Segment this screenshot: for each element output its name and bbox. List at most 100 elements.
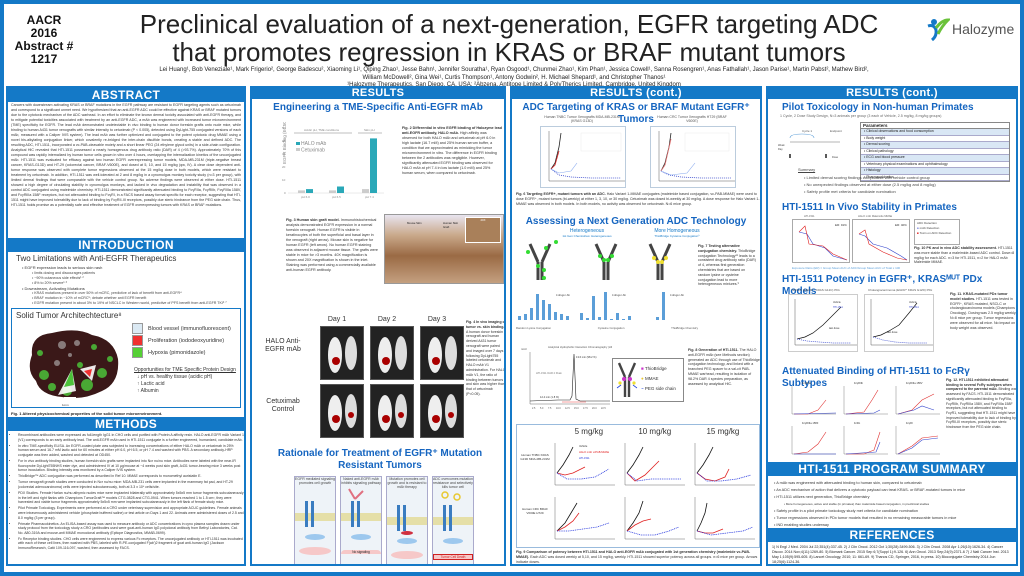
svg-text:Cetuximab: Cetuximab bbox=[301, 148, 325, 154]
ivis-cetux-day3 bbox=[420, 384, 464, 438]
fig8-hic-chart: Analytical Hydrophobic Interaction Chrom… bbox=[521, 345, 612, 410]
fc-panel-title: FcγRIIa bbox=[802, 381, 811, 385]
program-summary-list: • A mAb was engineered with attenuated b… bbox=[774, 480, 1014, 529]
fig4-caption-title: Fig. 4 In vivo imaging of tumor vs. skin… bbox=[466, 320, 506, 329]
title-line-1: Preclinical evaluation of a next-generat… bbox=[139, 9, 879, 39]
column-results-2: RESULTS (cont.) ADC Targeting of KRAS or… bbox=[510, 86, 762, 566]
fig11-caption: Fig. 11. KRAS-mutated PDx tumor model st… bbox=[950, 292, 1017, 330]
chart-title-crc: Human CRC Tumor Xenografts HT29 (BRAF V6… bbox=[657, 115, 727, 123]
section-title-stability: HTI-1511 In Vivo Stability in Primates bbox=[782, 202, 957, 213]
dar-tag: 4 drugs / Ab bbox=[556, 293, 570, 297]
legend-label: Proliferation (iododeoxyuridine) bbox=[148, 338, 225, 344]
fig6-crc-chart bbox=[650, 126, 736, 188]
hetero-title: Heterogeneous bbox=[569, 228, 605, 234]
model-label-crc: Human CRC BRAF V600E HT29 bbox=[522, 507, 548, 515]
intro-bullet-text: Downstream, Activating Mutations bbox=[24, 285, 85, 291]
methods-item: For in vivo antibody binding studies, hu… bbox=[18, 459, 244, 473]
panel-title: EGFR mediated signaling promotes cell gr… bbox=[295, 477, 335, 485]
section-title-rationale: Rationale for Treatment of EGFR⁺ Mutatio… bbox=[277, 448, 483, 471]
legend-thiobridge: ■ ThioBridge bbox=[641, 364, 676, 374]
intro-bullet-text: EGFR expression leads to serious skin ra… bbox=[24, 265, 103, 270]
authors-line-2: William McDowell², Gina Wei¹, Curtis Tho… bbox=[362, 75, 666, 81]
param-row: • Body weight bbox=[861, 136, 1009, 142]
svg-text:20.0: 20.0 bbox=[592, 407, 597, 410]
fig3-inset-image: 20X bbox=[465, 217, 501, 243]
opportunity-item: ↑ Lactic acid bbox=[137, 381, 165, 387]
fig3-caption-title: Fig. 3 Human skin graft model. bbox=[286, 218, 340, 222]
dose-titles: 5 mg/kg 10 mg/kg 15 mg/kg bbox=[557, 427, 757, 436]
svg-text:5.0: 5.0 bbox=[540, 407, 544, 410]
svg-text:pH 6.5: pH 6.5 bbox=[332, 195, 341, 199]
poster-canvas: AACR 2016 Abstract # 1217 Preclinical ev… bbox=[4, 4, 1020, 572]
fig6-caption-title: Fig. 6 Targeting EGFR+, mutant tumors wi… bbox=[516, 192, 606, 196]
fig9-caption: Fig. 9 Comparison of potency between HTI… bbox=[516, 550, 760, 564]
fig12-caption-text: Binding was assessed by FACS. HTI-1511 d… bbox=[946, 387, 1018, 430]
methods-item: ThioBridge™ ADC conjugation was performe… bbox=[18, 474, 244, 479]
legend-toxin-detect: ■ Toxin on ADC Detection bbox=[917, 231, 957, 236]
adc-detection-legend: ADC Detection ● mAb Detection ■ Toxin on… bbox=[914, 219, 960, 245]
ivis-halo-day1 bbox=[320, 326, 364, 380]
swatch-icon bbox=[132, 335, 143, 347]
blue-dot-icon: ● bbox=[917, 226, 919, 230]
fc-panel-title: FcRn bbox=[854, 421, 861, 425]
day-labels: Day 1 Day 2 Day 3 bbox=[312, 316, 462, 323]
fig9-growth-curves: Vehicle HALO mAb vcPAB-MMAE HTI-1511 bbox=[554, 443, 755, 540]
opportunity-item: ↑ Albumin bbox=[137, 388, 159, 394]
svg-text:pH 6.0: pH 6.0 bbox=[301, 195, 310, 199]
param-row: • Histology bbox=[861, 168, 1009, 175]
fig11-caption-text: HTI-1511 was tested in EGFR⁺, KRAS mutat… bbox=[950, 296, 1017, 330]
dose-title-5: 5 mg/kg bbox=[574, 427, 604, 436]
fig9-caption-text: Each ADC was dosed weekly at 5,10, and 1… bbox=[516, 554, 758, 564]
halozyme-logo: Halozyme bbox=[924, 16, 1014, 42]
program-summary-item: • IND enabling studies underway bbox=[774, 523, 829, 527]
fig7-caption-text: ThioBridge conjugation Technology¹⁰ lead… bbox=[698, 248, 756, 287]
methods-item: In vitro TME-specificity ELISA. An EGFR-… bbox=[18, 444, 244, 458]
fig6-caption-text: Halo Variant 1-MMAE conjugates (maleimid… bbox=[516, 192, 760, 206]
er-value-1: ER: 91% bbox=[835, 223, 847, 227]
mechanism-panel-4: ADC overcomes mutation resistance and se… bbox=[432, 476, 474, 564]
stab-panel-title-1: HTI-1511 bbox=[804, 215, 815, 218]
intro-subbullet: • KRAS mutations present in over 50% of … bbox=[32, 291, 182, 295]
peg-chain-icon: ~ bbox=[641, 386, 644, 391]
fig12-caption: Fig. 12. HTI-1511 exhibited attenuated b… bbox=[946, 378, 1018, 430]
fig9-panel-grid: 5 mg/kg 10 mg/kg 15 mg/kg Human TNBC KRA… bbox=[516, 424, 760, 548]
summary-label: Summary bbox=[798, 167, 816, 172]
column-results-1: RESULTS Engineering a TME-Specific Anti-… bbox=[250, 86, 506, 566]
legend-label: Hypoxia (pimonidazole) bbox=[148, 350, 206, 356]
program-summary-item: • A mAb was engineered with attenuated b… bbox=[774, 481, 922, 485]
fig2-caption-title: Fig. 2 Differential in vitro EGFR bindin… bbox=[402, 126, 502, 135]
program-summary-text: Tumor regressions observed in PDx tumor … bbox=[776, 516, 957, 520]
mechanism-panel-2: Naked anti-EGFR mAb inhibits signaling p… bbox=[340, 476, 382, 564]
affiliations: ¹Halozyme Therapeutics, San Diego, CA, U… bbox=[347, 82, 681, 88]
legend-label: Blood vessel (immunofluorescent) bbox=[148, 326, 231, 332]
abstract-number: 1217 bbox=[30, 52, 58, 66]
hic-legend: ■ ThioBridge ● MMAE ~ PEG side chain bbox=[641, 364, 676, 394]
pdx-chart-title-cholangio: Cholangiocarcinoma (EGFR⁺ KRAS G12D) PDx bbox=[868, 288, 933, 292]
param-text: Dermal scoring bbox=[866, 142, 890, 146]
adc-detection-title: ADC Detection bbox=[917, 221, 937, 225]
fig9-caption-title: Fig. 9 Comparison of potency between HTI… bbox=[516, 550, 751, 559]
abstract-conference: AACR 2016 bbox=[26, 13, 62, 40]
legend-vehicle: Vehicle bbox=[833, 301, 841, 304]
fig3-caption-text: Immunohistochemical analysis demonstrate… bbox=[286, 218, 378, 272]
fc-panel-title: FcγRIIIa 158V bbox=[906, 381, 923, 385]
param-text: Clinical observations and food consumpti… bbox=[866, 129, 934, 133]
opportunity-item: ↓ pH vs. healthy tissue (acidic pH) bbox=[137, 374, 213, 380]
legend-label: mAb Detection bbox=[919, 226, 940, 230]
svg-text:10: 10 bbox=[282, 178, 286, 182]
adc-diagram bbox=[433, 491, 473, 544]
program-summary-text: IND enabling studies underway bbox=[776, 523, 829, 527]
intro-bullet: • EGFR expression leads to serious skin … bbox=[22, 265, 103, 270]
program-summary-subitem: • More homogeneous, active and stable (i… bbox=[784, 502, 930, 506]
last-dose-label: last dose bbox=[887, 330, 898, 334]
intro-bullet: • Downstream, Activating Mutations bbox=[22, 285, 85, 291]
svg-text:Acidic pH, TME conditions: Acidic pH, TME conditions bbox=[304, 128, 339, 132]
legend-hti1511: HTI-1511 bbox=[579, 456, 590, 460]
references-list: 1) N Engl J Med. 2004 Jul 22;351(4):337-… bbox=[772, 545, 1009, 564]
dose-title-15: 15 mg/kg bbox=[706, 427, 740, 436]
intro-subbullet-text: 8% to 20% severe¹ ³ bbox=[34, 280, 67, 285]
intro-subbullet: • EGFR mutation present in about 3% to 1… bbox=[32, 301, 227, 305]
hic-title: Analytical Hydrophobic Interaction Chrom… bbox=[548, 345, 612, 349]
hic-y-unit: mAU bbox=[521, 347, 527, 351]
